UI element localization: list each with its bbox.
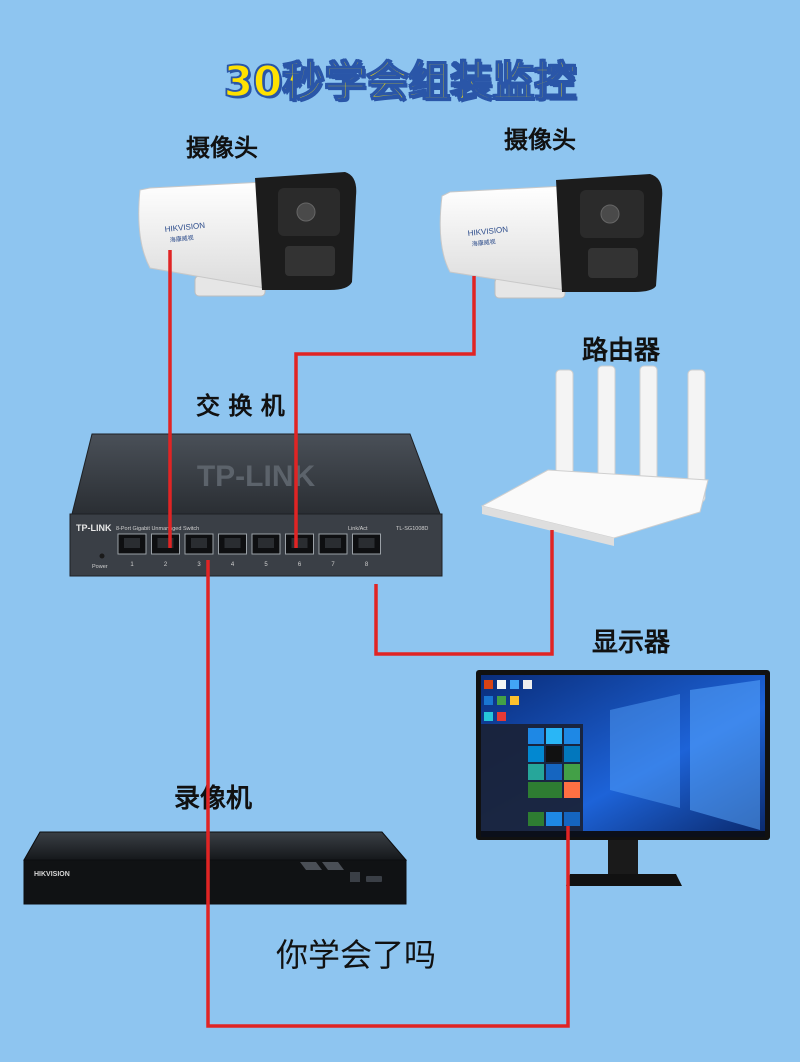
switch-port-socket-1	[124, 538, 140, 548]
camera-left-brand-sub: 海康威视	[169, 234, 194, 244]
camera-right-lens	[600, 204, 620, 224]
router-front	[482, 506, 614, 546]
camera-right-brand: HIKVISION	[467, 225, 508, 238]
switch-power-label: Power	[92, 564, 108, 570]
cable-switch-to-nvr-to-monitor	[206, 560, 570, 1028]
label-monitor: 显示器	[592, 628, 671, 658]
switch-port-label-2: 2	[164, 562, 168, 568]
monitor-taskbar	[481, 831, 765, 837]
router-body	[480, 469, 709, 539]
start-tiles	[528, 728, 580, 826]
label-router: 路由器	[582, 336, 661, 366]
switch-ports: 1 2 3 4 5 6 7 8	[117, 533, 381, 568]
router	[480, 365, 709, 546]
camera-right-brand-sub: 海康威视	[471, 238, 496, 248]
camera-left-brand: HIKVISION	[164, 221, 205, 234]
switch-port-label-7: 7	[331, 562, 335, 568]
camera-left: HIKVISION 海康威视	[138, 172, 357, 297]
switch-port-label-1: 1	[130, 562, 134, 568]
monitor	[476, 670, 770, 886]
nvr-usb-1	[350, 872, 360, 882]
camera-right: HIKVISION 海康威视	[439, 174, 663, 299]
camera-left-ir	[285, 246, 335, 276]
switch-port-socket-5	[258, 538, 274, 548]
switch-port-socket-3	[191, 538, 207, 548]
label-camera-right: 摄像头	[504, 126, 576, 154]
label-nvr: 录像机	[174, 784, 253, 814]
monitor-neck	[608, 840, 638, 874]
camera-left-body	[138, 181, 266, 289]
switch-port-label-3: 3	[197, 562, 201, 568]
label-switch: 交 换 机	[196, 392, 285, 420]
desktop-icons	[484, 680, 532, 721]
switch-port-socket-2	[157, 538, 174, 548]
switch-model: TL-SG1008D	[396, 526, 428, 532]
page-title: 30秒学会组装监控	[223, 56, 577, 107]
cables	[168, 250, 570, 1028]
camera-right-body	[439, 185, 566, 291]
cable-switch-to-router	[374, 530, 554, 656]
network-switch: TP-LINK TP-LINK 8-Port Gigabit Unmanaged…	[69, 433, 443, 577]
switch-port-socket-8	[358, 538, 375, 548]
switch-port-label-5: 5	[264, 562, 268, 568]
switch-port-socket-7	[325, 538, 341, 548]
switch-port-socket-4	[224, 538, 241, 548]
switch-port-socket-6	[291, 538, 308, 548]
nvr-usb-2	[366, 876, 382, 882]
switch-link-act: Link/Act	[348, 526, 368, 532]
switch-power-led	[99, 553, 105, 559]
cable-camera-right-to-switch	[294, 276, 476, 548]
switch-port-label-6: 6	[298, 562, 302, 568]
windows-logo-right	[690, 680, 760, 830]
switch-model-line: 8-Port Gigabit Unmanaged Switch	[116, 526, 199, 532]
monitor-stand	[566, 874, 682, 886]
nvr-front	[23, 859, 407, 905]
label-camera-left: 摄像头	[186, 134, 258, 162]
camera-right-ir	[588, 248, 638, 278]
windows-logo-left	[610, 694, 680, 808]
switch-port-label-4: 4	[231, 562, 235, 568]
closing-question: 你学会了吗	[276, 936, 437, 974]
switch-brand: TP-LINK	[76, 523, 112, 533]
nvr-brand: HIKVISION	[34, 871, 70, 878]
nvr-top	[23, 831, 408, 861]
switch-port-label-8: 8	[365, 562, 369, 568]
nvr-recorder: HIKVISION	[23, 831, 408, 905]
camera-left-lens	[296, 202, 316, 222]
